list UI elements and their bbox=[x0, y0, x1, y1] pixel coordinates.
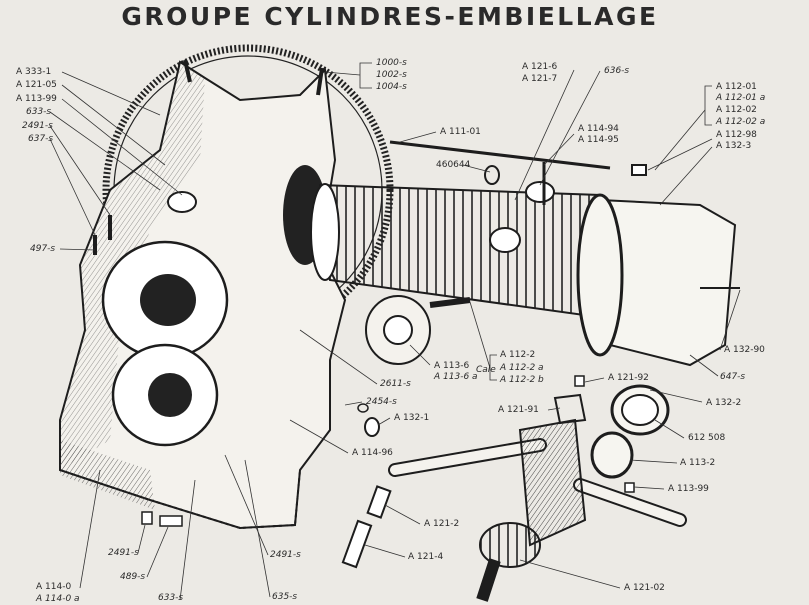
label-2491s-bottom-mid: 2491-s bbox=[270, 550, 301, 560]
label-a132-3: A 132-3 bbox=[716, 141, 752, 151]
label-a112-01a: A 112-01 a bbox=[716, 93, 766, 103]
label-635s: 635-s bbox=[272, 592, 298, 602]
label-a121-92: A 121-92 bbox=[608, 373, 649, 383]
cylinder-flange bbox=[365, 295, 471, 365]
label-1000s: 1000-s bbox=[376, 58, 407, 68]
label-cale: Cale bbox=[476, 365, 496, 375]
label-2491s-bottom-left: 2491-s bbox=[108, 548, 139, 558]
label-a121-4: A 121-4 bbox=[408, 552, 444, 562]
label-633s-top: 633-s bbox=[26, 107, 52, 117]
crankshaft-assembly bbox=[341, 418, 687, 602]
label-612508: 612 508 bbox=[688, 433, 726, 443]
label-2491s-top: 2491-s bbox=[22, 121, 53, 131]
label-a121-02: A 121-02 bbox=[624, 583, 665, 593]
label-a132-1: A 132-1 bbox=[394, 413, 430, 423]
label-a113-2: A 113-2 bbox=[680, 458, 716, 468]
label-a111-01: A 111-01 bbox=[440, 127, 481, 137]
label-a121-05: A 121-05 bbox=[16, 80, 57, 90]
label-a114-96: A 114-96 bbox=[352, 448, 393, 458]
label-2454s: 2454-s bbox=[366, 397, 397, 407]
label-497s: 497-s bbox=[30, 244, 56, 254]
diagram-title: GROUPE CYLINDRES-EMBIELLAGE bbox=[121, 2, 659, 31]
label-a114-94: A 114-94 bbox=[578, 124, 619, 134]
label-a112-02: A 112-02 bbox=[716, 105, 757, 115]
label-636s: 636-s bbox=[604, 66, 630, 76]
label-a113-6a: A 113-6 a bbox=[434, 372, 478, 382]
label-1004s: 1004-s bbox=[376, 82, 407, 92]
label-a113-6: A 113-6 bbox=[434, 361, 470, 371]
label-637s: 637-s bbox=[28, 134, 54, 144]
label-647s: 647-s bbox=[720, 372, 746, 382]
label-a113-99-top: A 113-99 bbox=[16, 94, 57, 104]
label-a112-02a: A 112-02 a bbox=[716, 117, 766, 127]
label-a333-1: A 333-1 bbox=[16, 67, 52, 77]
bearing-shells bbox=[590, 384, 670, 479]
label-a132-2: A 132-2 bbox=[706, 398, 742, 408]
label-a121-2: A 121-2 bbox=[424, 519, 460, 529]
label-460644: 460644 bbox=[436, 160, 471, 170]
label-489s: 489-s bbox=[120, 572, 146, 582]
label-a112-01: A 112-01 bbox=[716, 82, 757, 92]
tie-rod bbox=[389, 140, 647, 205]
label-a113-99-bottom: A 113-99 bbox=[668, 484, 709, 494]
label-a112-2a: A 112-2 a bbox=[500, 363, 544, 373]
label-a114-0a: A 114-0 a bbox=[36, 594, 80, 604]
crankcase-housing bbox=[59, 59, 347, 530]
leader-lines bbox=[49, 62, 741, 601]
label-a121-6: A 121-6 bbox=[522, 62, 558, 72]
label-a121-91: A 121-91 bbox=[498, 405, 539, 415]
label-a132-90: A 132-90 bbox=[724, 345, 765, 355]
label-a112-2: A 112-2 bbox=[500, 350, 536, 360]
cylinder-head bbox=[576, 193, 740, 367]
label-a112-98: A 112-98 bbox=[716, 130, 757, 140]
label-a114-0: A 114-0 bbox=[36, 582, 72, 592]
label-a121-7: A 121-7 bbox=[522, 74, 558, 84]
label-a114-95: A 114-95 bbox=[578, 135, 619, 145]
label-a112-2b: A 112-2 b bbox=[500, 375, 544, 385]
label-2611s: 2611-s bbox=[380, 379, 411, 389]
label-633s-bottom: 633-s bbox=[158, 593, 184, 603]
small-parts bbox=[141, 375, 635, 527]
label-1002s: 1002-s bbox=[376, 70, 407, 80]
